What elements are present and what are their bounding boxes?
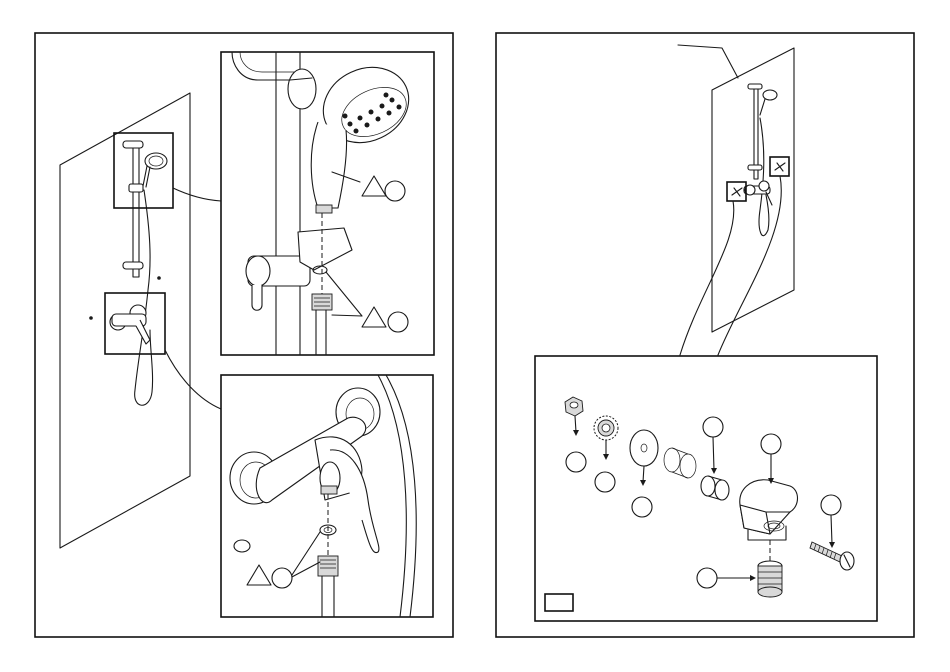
leader-line	[831, 515, 832, 544]
slider-holder-icon	[246, 228, 352, 310]
screw-hole-icon	[157, 276, 161, 280]
pointer-leader	[678, 45, 738, 78]
callout-circle	[697, 568, 717, 588]
leader-line	[575, 416, 576, 432]
label-box	[545, 594, 573, 611]
callout-circle	[761, 434, 781, 454]
mixer-valve-icon	[230, 388, 380, 553]
callout-circle	[385, 181, 405, 201]
triangle-marker	[362, 176, 386, 196]
callout-circle	[566, 452, 586, 472]
lock-washer-icon	[594, 416, 618, 440]
callout-circle	[821, 495, 841, 515]
flat-washer-icon	[630, 430, 658, 466]
callout-circle	[272, 568, 292, 588]
leader-line	[290, 562, 320, 578]
hex-nut-icon	[565, 397, 583, 416]
bushing-icon	[701, 476, 729, 500]
hand-shower-small-icon	[143, 153, 167, 187]
mixer-tiny-icon	[744, 181, 772, 205]
screw-hole-icon	[89, 316, 93, 320]
shower-rail-tiny	[748, 84, 777, 236]
leader-top	[173, 188, 221, 201]
detail-rail-icon	[232, 52, 316, 355]
callout-circle	[632, 497, 652, 517]
leader-to-detail	[680, 201, 734, 355]
leader-line	[290, 532, 320, 578]
mixer-small-icon	[110, 305, 150, 344]
callout-circle	[595, 472, 615, 492]
shower-rail-small	[123, 141, 143, 277]
callout-circle	[703, 417, 723, 437]
right-panel-frame	[496, 33, 914, 637]
leader-bottom	[165, 350, 221, 409]
wall-edge-icon	[378, 375, 416, 617]
leader-line	[713, 437, 714, 470]
leader-to-detail	[718, 176, 781, 355]
bushing-outline-icon	[664, 448, 696, 478]
wall-bracket-icon	[740, 480, 798, 540]
small-cap-icon	[234, 540, 250, 552]
triangle-marker	[247, 565, 271, 585]
triangle-marker	[362, 307, 386, 327]
callout-circle	[388, 312, 408, 332]
threaded-fitting-icon	[758, 561, 782, 597]
leader-line	[332, 315, 362, 316]
leader-line	[643, 466, 644, 482]
